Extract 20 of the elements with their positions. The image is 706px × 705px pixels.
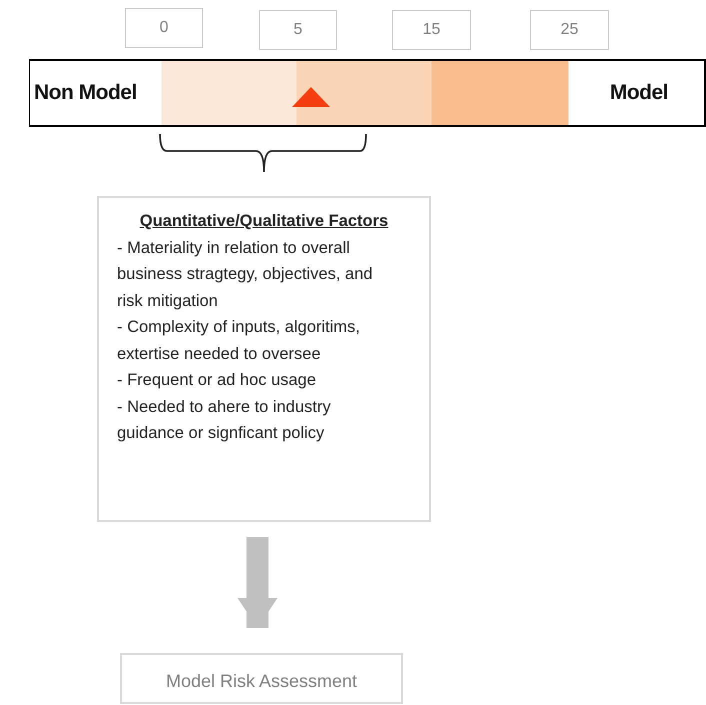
scale-value-box — [259, 10, 337, 50]
scale-value-box — [125, 8, 203, 48]
scale-value: 15 — [422, 21, 440, 39]
assessment-box — [120, 653, 403, 704]
scale-value-box — [530, 10, 609, 50]
factor-item: - Frequent or ad hoc usage — [117, 370, 318, 391]
assessment-label: Model Risk Assessment — [166, 671, 358, 693]
scale-value-box — [392, 10, 471, 50]
scale-end-label: Model — [610, 80, 668, 106]
factors-heading: Quantitative/Qualitative Factors — [138, 211, 390, 232]
scale-value: 0 — [160, 19, 168, 37]
scale-value: 25 — [560, 21, 578, 39]
factor-item: - Materiality in relation to overall business stragtegy, objectives, and risk mitigation — [117, 238, 374, 312]
scale-end-label: Non Model — [34, 80, 137, 106]
scale-bar — [29, 59, 706, 127]
factor-item: - Complexity of inputs, algoritims, extertise needed to oversee — [117, 317, 361, 364]
scale-value: 5 — [294, 21, 302, 39]
block-arrow — [238, 537, 278, 628]
factors-box — [97, 196, 431, 522]
factor-item: - Needed to ahere to industry guidance or signficant policy — [117, 396, 332, 444]
